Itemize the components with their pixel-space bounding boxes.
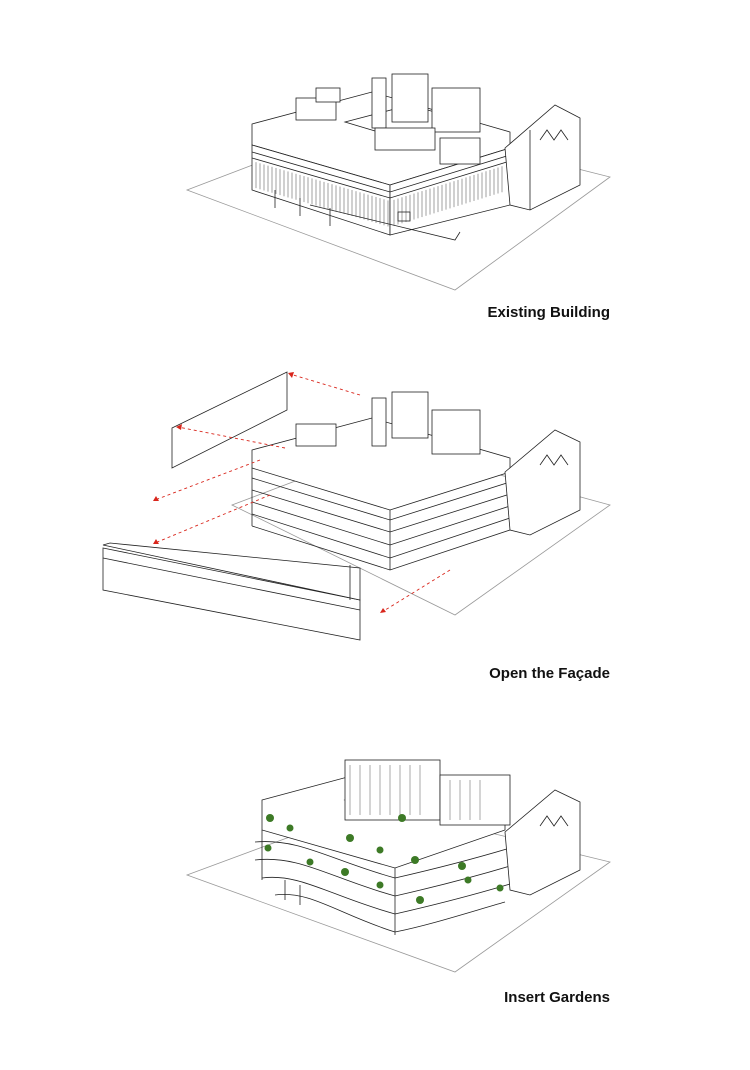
insert-gardens-axonometric [185, 759, 611, 973]
step-caption: Insert Gardens [504, 989, 610, 1006]
existing-building-axonometric [185, 73, 611, 291]
step-open-facade: Open the Façade [102, 371, 611, 682]
step-insert-gardens: Insert Gardens [185, 759, 611, 1006]
right-wing [504, 104, 581, 211]
courtyard-block [344, 759, 441, 821]
right-wing [504, 789, 581, 896]
step-existing-building: Existing Building [0, 0, 750, 330]
arrow-dashed-red [154, 373, 451, 613]
step-caption: Existing Building [487, 304, 611, 321]
tree-cluster [264, 814, 504, 904]
step-caption: Open the Façade [489, 665, 610, 682]
detached-side-facade [171, 371, 288, 469]
right-wing [504, 429, 581, 536]
open-facade-axonometric [102, 371, 611, 641]
